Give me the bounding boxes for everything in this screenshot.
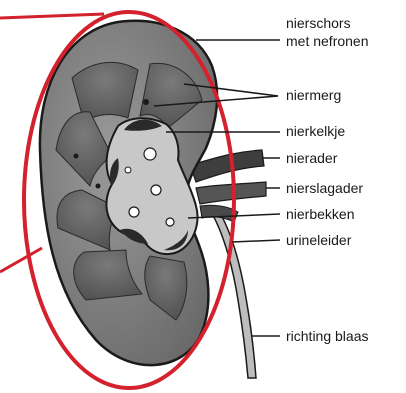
pelvis-opening	[144, 148, 156, 160]
pelvis-opening	[129, 207, 139, 217]
highlight-pointer-bottom	[0, 248, 42, 272]
label-ureter: urineleider	[286, 232, 351, 249]
label-medulla: niermerg	[286, 87, 341, 104]
pelvis-opening	[166, 218, 174, 226]
renal-artery-shape	[196, 182, 266, 204]
label-cortex-line2: met nefronen	[286, 33, 369, 50]
pyramid-dot	[96, 184, 101, 189]
highlight-pointer-top	[0, 14, 104, 18]
pelvis-opening	[125, 167, 131, 173]
pyramid-dot	[74, 154, 79, 159]
label-cortex-line1: nierschors	[286, 15, 351, 32]
leader-ureter	[232, 240, 280, 242]
label-vein: nierader	[286, 150, 337, 167]
label-artery: nierslagader	[286, 180, 363, 197]
label-direction: richting blaas	[286, 328, 369, 345]
label-calyx: nierkelkje	[286, 123, 345, 140]
label-pelvis: nierbekken	[286, 206, 355, 223]
pyramid-dot	[143, 99, 149, 105]
pelvis-opening	[151, 185, 161, 195]
